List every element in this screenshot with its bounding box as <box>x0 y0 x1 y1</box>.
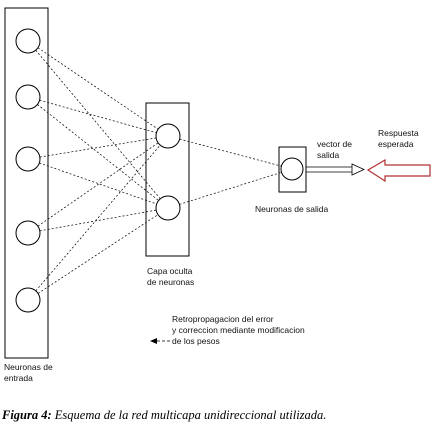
input-hidden-connection-0 <box>37 47 159 130</box>
output-vector-label-line2: salida <box>317 150 340 160</box>
backprop-label-line2: y correccion mediante modificacion <box>172 325 305 335</box>
backprop-label: Retropropagacion del error y correccion … <box>172 314 305 347</box>
output-vector-label-line1: vector de <box>317 139 352 149</box>
input-layer-label: Neuronas de entrada <box>4 362 53 384</box>
hidden-layer-label-line2: de neuronas <box>147 277 195 287</box>
expected-response-label-line1: Respuesta <box>378 128 419 138</box>
hidden-neuron-1 <box>155 123 181 149</box>
input-layer-label-line1: Neuronas de <box>4 362 53 372</box>
hidden-output-connection-0 <box>179 138 282 167</box>
output-layer-label: Neuronas de salida <box>255 204 329 214</box>
figure-caption: Figura 4: Esquema de la red multicapa un… <box>2 408 442 423</box>
input-hidden-connection-2 <box>39 99 157 134</box>
input-hidden-connection-9 <box>37 214 159 294</box>
neurons <box>15 28 304 313</box>
input-layer-box <box>4 7 49 359</box>
backprop-label-line3: de los pesos <box>172 336 220 346</box>
input-hidden-connection-7 <box>39 209 157 232</box>
caption-figure-number: Figura 4: <box>2 408 52 422</box>
input-hidden-connection-6 <box>37 142 159 227</box>
output-layer-box <box>278 146 307 193</box>
input-hidden-connection-1 <box>35 49 161 200</box>
weight-connections <box>35 47 282 294</box>
input-neuron-5 <box>15 287 41 313</box>
backprop-label-line1: Retropropagacion del error <box>172 314 274 324</box>
hidden-output-connection-1 <box>179 171 282 205</box>
expected-response-arrow <box>366 158 431 183</box>
hidden-layer-label: Capa oculta de neuronas <box>147 266 194 288</box>
hidden-layer-label-line1: Capa oculta <box>147 266 193 276</box>
expected-response-label: Respuesta esperada <box>378 128 419 150</box>
input-hidden-connection-3 <box>37 104 159 201</box>
network-diagram <box>4 7 431 359</box>
input-neuron-2 <box>15 84 41 110</box>
input-hidden-connection-5 <box>39 162 157 205</box>
input-hidden-connection-8 <box>35 144 161 292</box>
hidden-neuron-2 <box>155 195 181 221</box>
caption-text: Esquema de la red multicapa unidireccion… <box>51 408 327 422</box>
output-vector-label: vector de salida <box>317 139 352 161</box>
input-neuron-1 <box>15 28 41 54</box>
input-hidden-connection-4 <box>39 137 157 158</box>
output-neuron-1 <box>280 157 304 181</box>
input-neuron-4 <box>15 220 41 246</box>
expected-response-label-line2: esperada <box>378 139 414 149</box>
hidden-layer-box <box>145 102 190 257</box>
input-neuron-3 <box>15 146 41 172</box>
backprop-arrow <box>150 338 170 344</box>
output-vector-arrow <box>306 163 365 176</box>
input-layer-label-line2: entrada <box>4 373 33 383</box>
